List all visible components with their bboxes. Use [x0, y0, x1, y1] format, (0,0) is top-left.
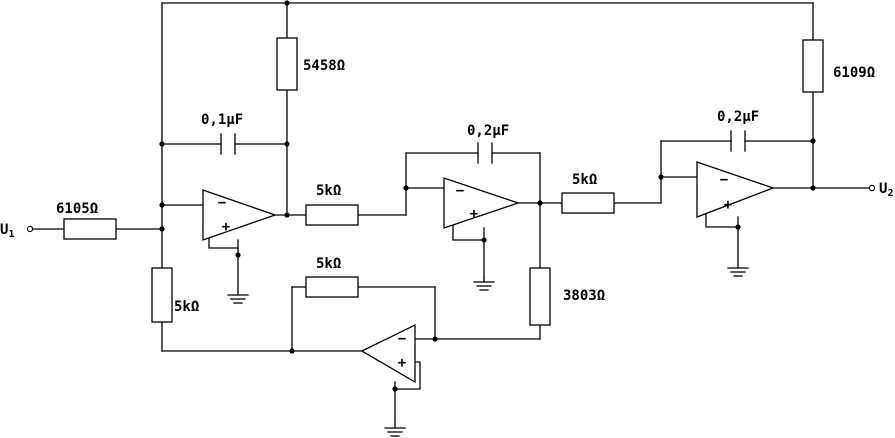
r-input-label: 6105Ω — [56, 201, 98, 217]
resistor-r-top2 — [802, 39, 824, 93]
capacitor-c1 — [220, 133, 236, 155]
opamp-1-minus: − — [218, 195, 226, 211]
opamp-3-plus: + — [724, 197, 732, 213]
resistor-r-shunt2 — [529, 267, 551, 326]
junction-dots — [159, 0, 816, 392]
c2-label: 0,2μF — [467, 123, 509, 139]
c3-label: 0,2μF — [717, 109, 759, 125]
opamp-3: − + — [696, 161, 775, 218]
opamp-2: − + — [443, 177, 521, 229]
resistor-r-feedback — [305, 276, 359, 298]
resistor-r-left-shunt — [151, 267, 173, 323]
r-shunt2-label: 3803Ω — [563, 288, 605, 304]
opamp-2-minus: − — [456, 183, 464, 199]
c1-label: 0,1μF — [201, 112, 243, 128]
r-mid1-label: 5kΩ — [316, 183, 341, 199]
opamp-4: − + — [360, 323, 416, 384]
r-left-shunt-label: 5kΩ — [174, 299, 199, 315]
resistor-r-top1 — [276, 37, 298, 91]
opamp-3-minus: − — [720, 172, 728, 188]
capacitor-c2 — [477, 142, 493, 164]
opamp-2-plus: + — [470, 206, 478, 222]
ground-3-icon — [727, 264, 749, 277]
capacitor-c3 — [730, 130, 746, 152]
r-top1-label: 5458Ω — [303, 58, 345, 74]
output-terminal — [868, 184, 876, 192]
opamp-1: − + — [202, 189, 277, 241]
opamp-4-plus: + — [398, 355, 406, 371]
ground-4-icon — [384, 423, 406, 437]
opamp-4-minus: − — [398, 331, 406, 347]
input-terminal — [26, 225, 34, 233]
resistor-r-mid1 — [305, 204, 359, 226]
ground-1-icon — [227, 257, 249, 304]
resistor-r-input — [63, 218, 117, 240]
output-label: U2 — [879, 181, 893, 199]
r-feedback-label: 5kΩ — [316, 256, 341, 272]
r-top2-label: 6109Ω — [833, 65, 875, 81]
resistor-r-mid2 — [561, 192, 615, 214]
ground-2-icon — [473, 277, 495, 291]
input-label: U1 — [0, 222, 14, 240]
r-mid2-label: 5kΩ — [572, 172, 597, 188]
opamp-1-plus: + — [222, 219, 230, 235]
